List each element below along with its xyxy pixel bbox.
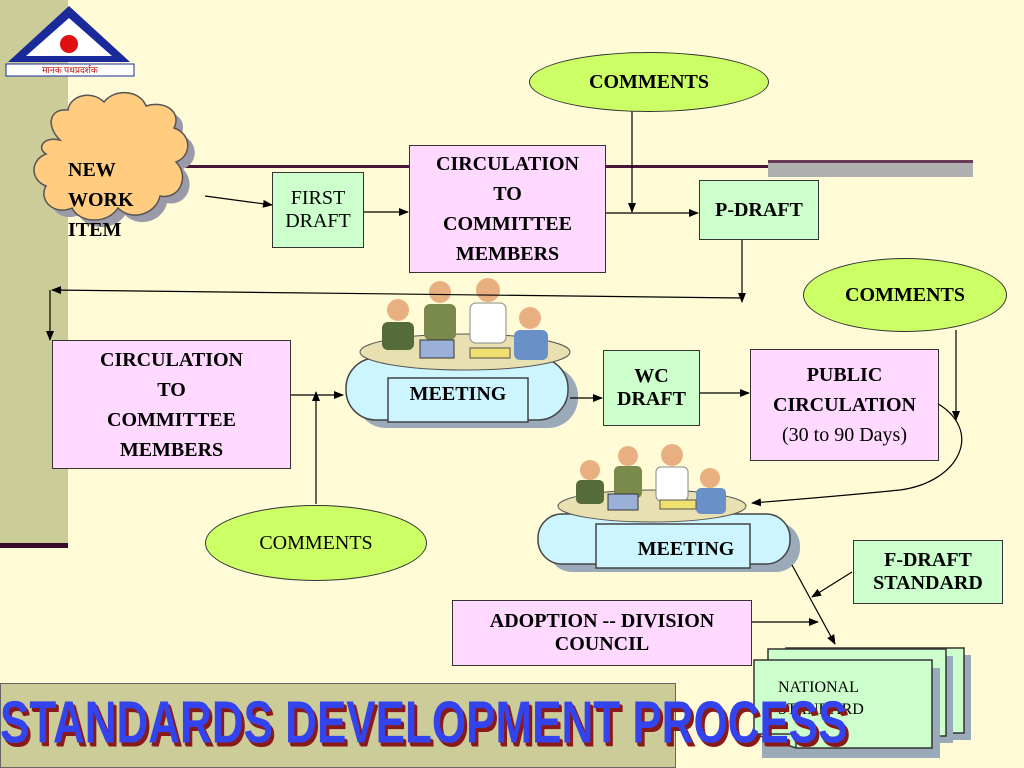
public-circulation-box: PUBLIC CIRCULATION (30 to 90 Days) (750, 349, 939, 461)
circulation-top-line: COMMITTEE (443, 213, 572, 235)
cloud-shape-icon (33, 92, 195, 227)
first-draft-line: FIRST (290, 187, 346, 209)
meeting-1-label: MEETING (409, 383, 507, 405)
comments-right-ellipse: COMMENTS (803, 258, 1007, 332)
comments-right-label: COMMENTS (845, 283, 965, 306)
header-rule (40, 165, 770, 168)
first-draft-box: FIRST DRAFT (272, 172, 364, 248)
circulation-left-box: CIRCULATION TO COMMITTEE MEMBERS (52, 340, 291, 469)
circulation-left-line: COMMITTEE (107, 408, 236, 431)
wc-draft-box: WC DRAFT (603, 350, 700, 426)
meeting-people-illustration-icon (345, 278, 578, 428)
adoption-line: COUNCIL (554, 633, 650, 655)
f-draft-line: STANDARD (873, 572, 983, 594)
circulation-top-box: CIRCULATION TO COMMITTEE MEMBERS (409, 145, 606, 273)
circulation-top-line: TO (493, 183, 522, 205)
circulation-left-line: MEMBERS (119, 438, 224, 461)
circulation-top-line: CIRCULATION (436, 153, 579, 175)
new-work-item-line: NEW (68, 159, 116, 181)
circulation-top-line: MEMBERS (455, 243, 560, 265)
meeting-people-illustration-icon (537, 444, 800, 572)
national-standard-label: NATIONAL STANDARD (778, 677, 864, 721)
national-standard-line: NATIONAL (778, 679, 859, 696)
new-work-item-label: NEW WORK ITEM (68, 155, 134, 245)
p-draft-label: P-DRAFT (715, 198, 803, 221)
public-circulation-duration: (30 to 90 Days) (782, 424, 907, 446)
circulation-left-line: CIRCULATION (100, 348, 243, 371)
title-banner (0, 683, 676, 768)
comments-bottom-ellipse: COMMENTS (205, 505, 427, 581)
comments-bottom-label: COMMENTS (259, 531, 373, 554)
logo-caption: मानक पथप्रदर्शक (42, 65, 98, 75)
wc-draft-line: WC (634, 365, 669, 387)
public-circulation-line: CIRCULATION (773, 394, 916, 416)
logo-emblem-icon (5, 6, 135, 77)
national-standard-line: STANDARD (778, 701, 864, 718)
f-draft-line: F-DRAFT (884, 549, 972, 571)
new-work-item-line: ITEM (68, 219, 122, 241)
comments-top-label: COMMENTS (589, 70, 709, 93)
page-title: STANDARDS DEVELOPMENT PROCESS (0, 690, 848, 757)
public-circulation-line: PUBLIC (806, 364, 883, 386)
logo: मानक पथप्रदर्शक (2, 2, 137, 78)
new-work-item-line: WORK (68, 189, 134, 211)
header-grey-bar (768, 160, 973, 177)
circulation-left-line: TO (157, 378, 186, 401)
sidebar-underline (0, 543, 68, 548)
first-draft-line: DRAFT (285, 210, 351, 232)
p-draft-box: P-DRAFT (699, 180, 819, 240)
wc-draft-line: DRAFT (617, 388, 686, 410)
adoption-line: ADOPTION -- DIVISION (489, 610, 715, 632)
document-stack-icon (753, 647, 971, 758)
f-draft-box: F-DRAFT STANDARD (853, 540, 1003, 604)
adoption-box: ADOPTION -- DIVISION COUNCIL (452, 600, 752, 666)
comments-top-ellipse: COMMENTS (529, 52, 769, 112)
meeting-2-label: MEETING (637, 538, 735, 560)
